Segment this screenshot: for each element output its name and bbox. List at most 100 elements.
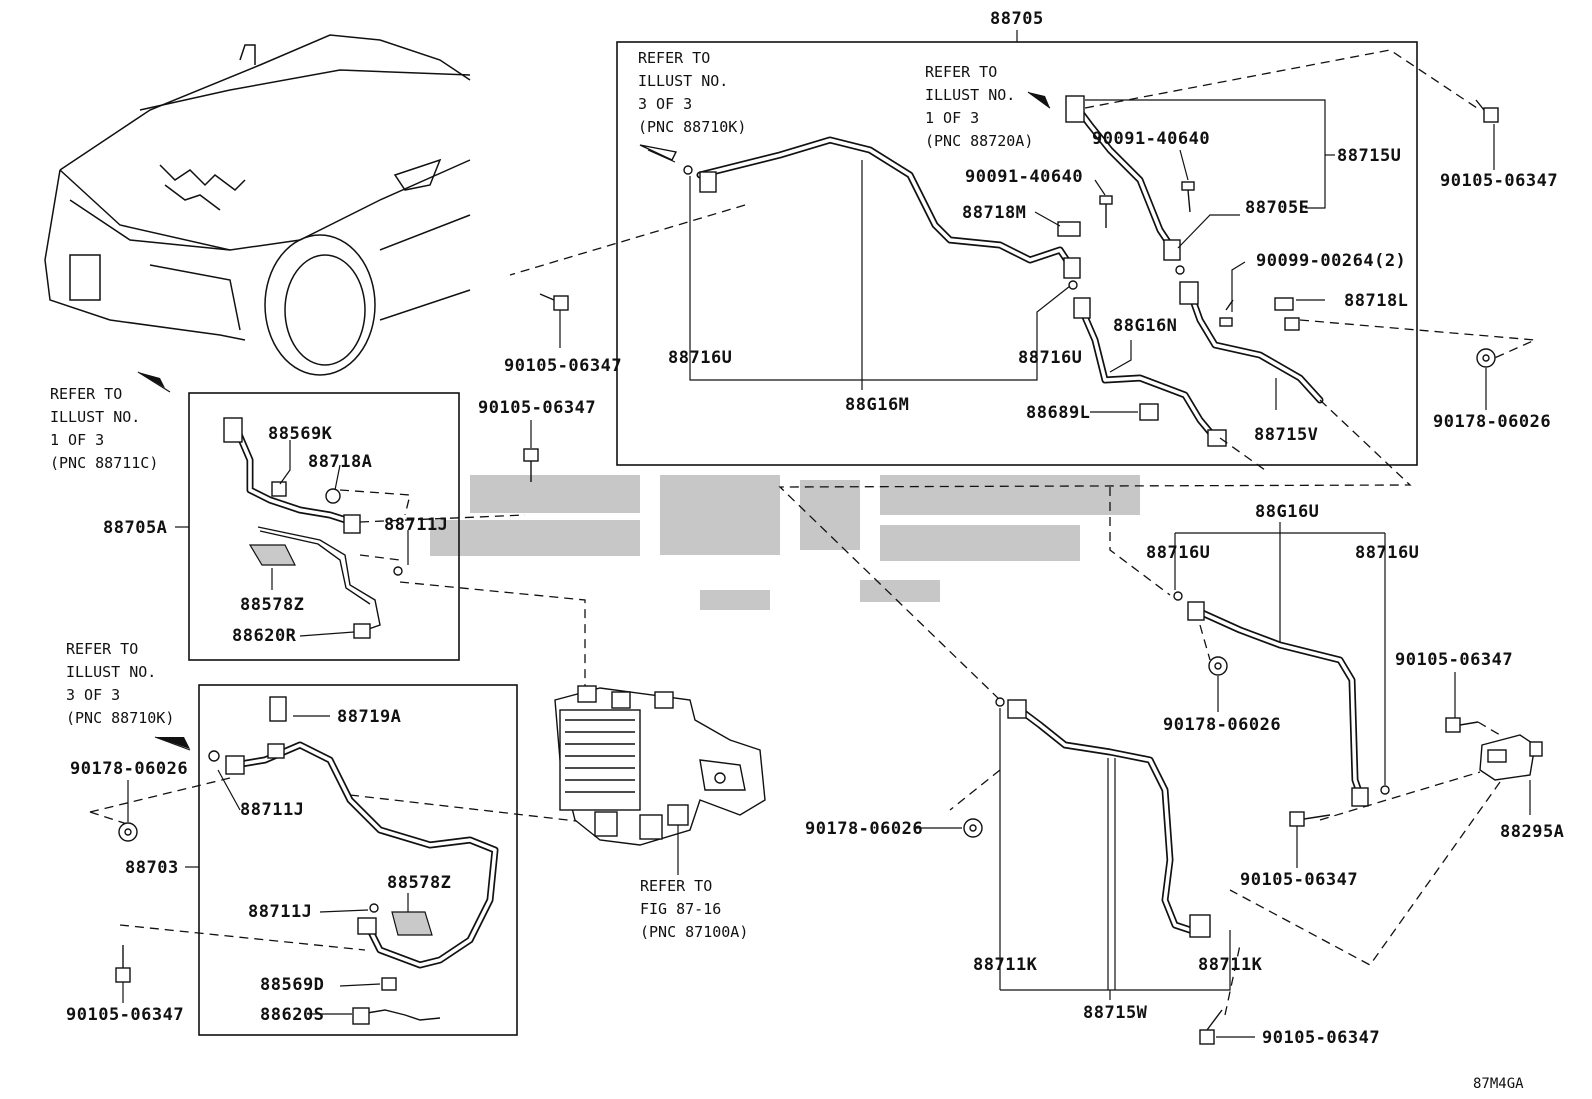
- illustration-code: 87M4GA: [1473, 1076, 1524, 1092]
- insulator-88578Z: [248, 544, 296, 566]
- o-ring: [1380, 785, 1390, 795]
- part-label-88705: 88705: [990, 9, 1044, 29]
- part-label-88711K-b: 88711K: [1198, 955, 1263, 975]
- svg-text:ILLUST NO.: ILLUST NO.: [925, 86, 1015, 104]
- hose-fitting: [1351, 787, 1369, 807]
- part-label-88711J-c: 88711J: [248, 902, 312, 922]
- svg-text:REFER TO: REFER TO: [50, 385, 122, 403]
- sensor-88620S: [352, 1007, 370, 1025]
- nut-90178-center: [1208, 656, 1228, 676]
- refer-note-1of3-top: REFER TO ILLUST NO. 1 OF 3 (PNC 88720A): [925, 63, 1033, 150]
- o-ring: [1173, 591, 1183, 601]
- grommet-88718A: [325, 488, 341, 504]
- part-label-90105-mid: 90105-06347: [504, 356, 622, 376]
- clamp-88569K: [271, 481, 287, 497]
- part-label-90091-a: 90091-40640: [1092, 129, 1210, 149]
- assembly-box-88705A: 88705A 88569K 88718A 88711J 88578Z 88620…: [103, 392, 460, 661]
- o-ring: [683, 165, 693, 175]
- svg-text:ILLUST NO.: ILLUST NO.: [638, 72, 728, 90]
- o-ring: [208, 750, 220, 762]
- part-label-90105-left: 90105-06347: [478, 398, 596, 418]
- refer-note-1of3-left: REFER TO ILLUST NO. 1 OF 3 (PNC 88711C): [50, 385, 158, 472]
- hose-fitting: [1179, 281, 1199, 305]
- nut-90178-left: [118, 822, 138, 842]
- part-label-88716U-b: 88716U: [1018, 348, 1082, 368]
- svg-text:ILLUST NO.: ILLUST NO.: [66, 663, 156, 681]
- part-label-90178-mid: 90178-06026: [805, 819, 923, 839]
- part-label-90105-lowright: 90105-06347: [1240, 870, 1358, 890]
- watermark-logo: [430, 475, 1140, 610]
- hose-fitting: [1007, 699, 1027, 719]
- bolt-90105-bottom-left: [115, 945, 131, 983]
- hose-fitting: [225, 755, 245, 775]
- hose-fitting: [699, 171, 717, 193]
- part-label-90178-center: 90178-06026: [1163, 715, 1281, 735]
- bracket-88295A: [1479, 734, 1543, 781]
- part-label-88G16N: 88G16N: [1113, 316, 1177, 336]
- part-label-88711J-b: 88711J: [240, 800, 304, 820]
- svg-text:(PNC 88710K): (PNC 88710K): [638, 118, 746, 136]
- part-label-88620R: 88620R: [232, 626, 297, 646]
- hose-fitting: [1189, 914, 1211, 938]
- part-label-90091-b: 90091-40640: [965, 167, 1083, 187]
- part-label-88715W: 88715W: [1083, 1003, 1148, 1023]
- part-label-90105-bottom: 90105-06347: [1262, 1028, 1380, 1048]
- o-ring: [393, 566, 403, 576]
- svg-text:REFER TO: REFER TO: [66, 640, 138, 658]
- hose-fitting: [357, 917, 377, 935]
- bolt-90105-left: [523, 448, 539, 482]
- o-ring: [1175, 265, 1185, 275]
- part-label-88711K-a: 88711K: [973, 955, 1038, 975]
- bolt-90091-b: [1181, 181, 1195, 213]
- part-label-88716U-a: 88716U: [668, 348, 732, 368]
- part-label-90178-left: 90178-06026: [70, 759, 188, 779]
- clamp-88718M: [1057, 221, 1081, 237]
- o-ring: [369, 903, 379, 913]
- svg-text:REFER TO: REFER TO: [925, 63, 997, 81]
- clamp-88569D: [381, 977, 397, 991]
- part-label-88718A: 88718A: [308, 452, 372, 472]
- hose-fitting: [1207, 429, 1227, 447]
- bolt-90105-top-right: [1475, 99, 1499, 123]
- part-label-88715U: 88715U: [1337, 146, 1401, 166]
- part-label-88711J-a: 88711J: [384, 515, 448, 535]
- part-label-90099: 90099-00264(2): [1256, 251, 1406, 271]
- part-label-90105-bottom-left: 90105-06347: [66, 1005, 184, 1025]
- part-label-88718L: 88718L: [1344, 291, 1408, 311]
- svg-text:REFER TO: REFER TO: [638, 49, 710, 67]
- bolt-90099: [1219, 299, 1234, 327]
- svg-text:(PNC 88720A): (PNC 88720A): [925, 132, 1033, 150]
- svg-text:ILLUST NO.: ILLUST NO.: [50, 408, 140, 426]
- insulator-88578Z: [391, 911, 433, 936]
- svg-text:(PNC 88711C): (PNC 88711C): [50, 454, 158, 472]
- clamp-88689L: [1139, 403, 1159, 421]
- part-label-88569D: 88569D: [260, 975, 324, 995]
- part-label-88G16U: 88G16U: [1255, 502, 1319, 522]
- part-label-88569K: 88569K: [268, 424, 333, 444]
- nut-90178-right: [1476, 348, 1496, 368]
- bolt-90091-a: [1099, 195, 1113, 228]
- svg-text:FIG 87-16: FIG 87-16: [640, 900, 721, 918]
- svg-text:3 OF 3: 3 OF 3: [66, 686, 120, 704]
- hose-88715W-group: 88711K 88711K 88715W: [973, 697, 1263, 1023]
- assembly-box-88705: 88705: [616, 9, 1418, 466]
- svg-text:1 OF 3: 1 OF 3: [50, 431, 104, 449]
- bolt-90105-right: [1445, 717, 1479, 733]
- refer-note-3of3-top: REFER TO ILLUST NO. 3 OF 3 (PNC 88710K): [638, 49, 746, 136]
- svg-text:(PNC 87100A): (PNC 87100A): [640, 923, 748, 941]
- pipe-88G16U-group: 88G16U 88716U 88716U: [1146, 502, 1419, 807]
- hose-fitting: [1065, 95, 1085, 123]
- bolt-90105-bottom: [1199, 1009, 1223, 1045]
- clamp-88718L-b: [1284, 317, 1300, 331]
- hose-fitting: [1163, 239, 1181, 261]
- part-label-88719A: 88719A: [337, 707, 401, 727]
- o-ring: [1068, 280, 1078, 290]
- part-label-88703: 88703: [125, 858, 179, 878]
- part-label-88689L: 88689L: [1026, 403, 1090, 423]
- refer-note-fig-87-16: REFER TO FIG 87-16 (PNC 87100A): [640, 877, 748, 941]
- part-label-88578Z-a: 88578Z: [240, 595, 304, 615]
- svg-text:1 OF 3: 1 OF 3: [925, 109, 979, 127]
- part-label-88715V: 88715V: [1254, 425, 1318, 445]
- part-label-88716U-c: 88716U: [1146, 543, 1210, 563]
- svg-text:3 OF 3: 3 OF 3: [638, 95, 692, 113]
